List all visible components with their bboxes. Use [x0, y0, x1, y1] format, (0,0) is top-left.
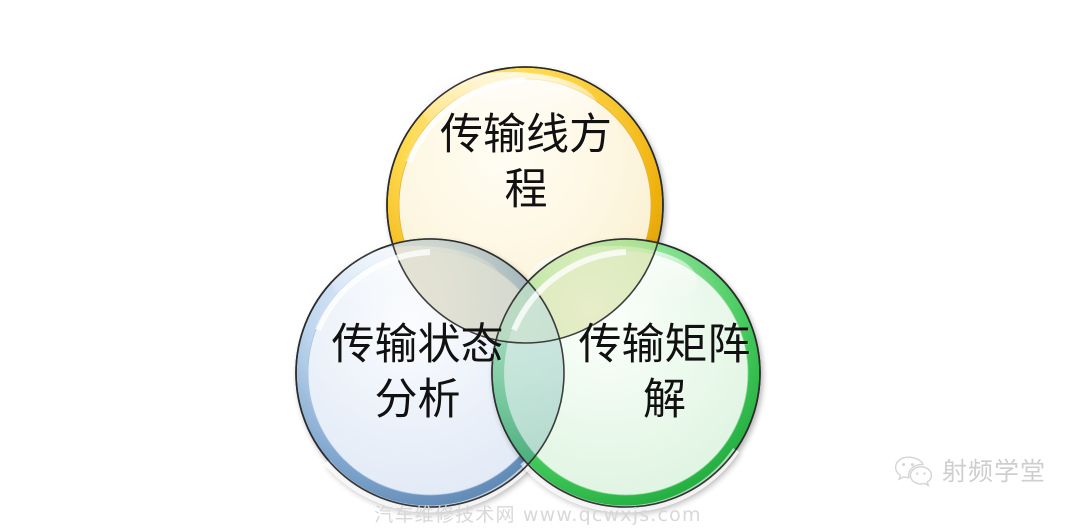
watermark-brand-text: 射频学堂 [942, 456, 1047, 486]
venn-overlap-top-left [387, 239, 564, 343]
venn-bevel-top [406, 77, 526, 164]
venn-outline-left [295, 238, 565, 508]
wechat-icon [894, 456, 933, 487]
watermark-site: 汽车维修技术网 www.qcwxjs.com [374, 504, 702, 526]
watermark-brand: 射频学堂 [893, 455, 1046, 487]
venn-bevel-right [511, 249, 627, 332]
venn-overlap-top-right [492, 239, 663, 343]
venn-bevel-left [315, 249, 431, 332]
venn-outline-right [491, 238, 761, 508]
venn-outline-top [386, 66, 664, 344]
